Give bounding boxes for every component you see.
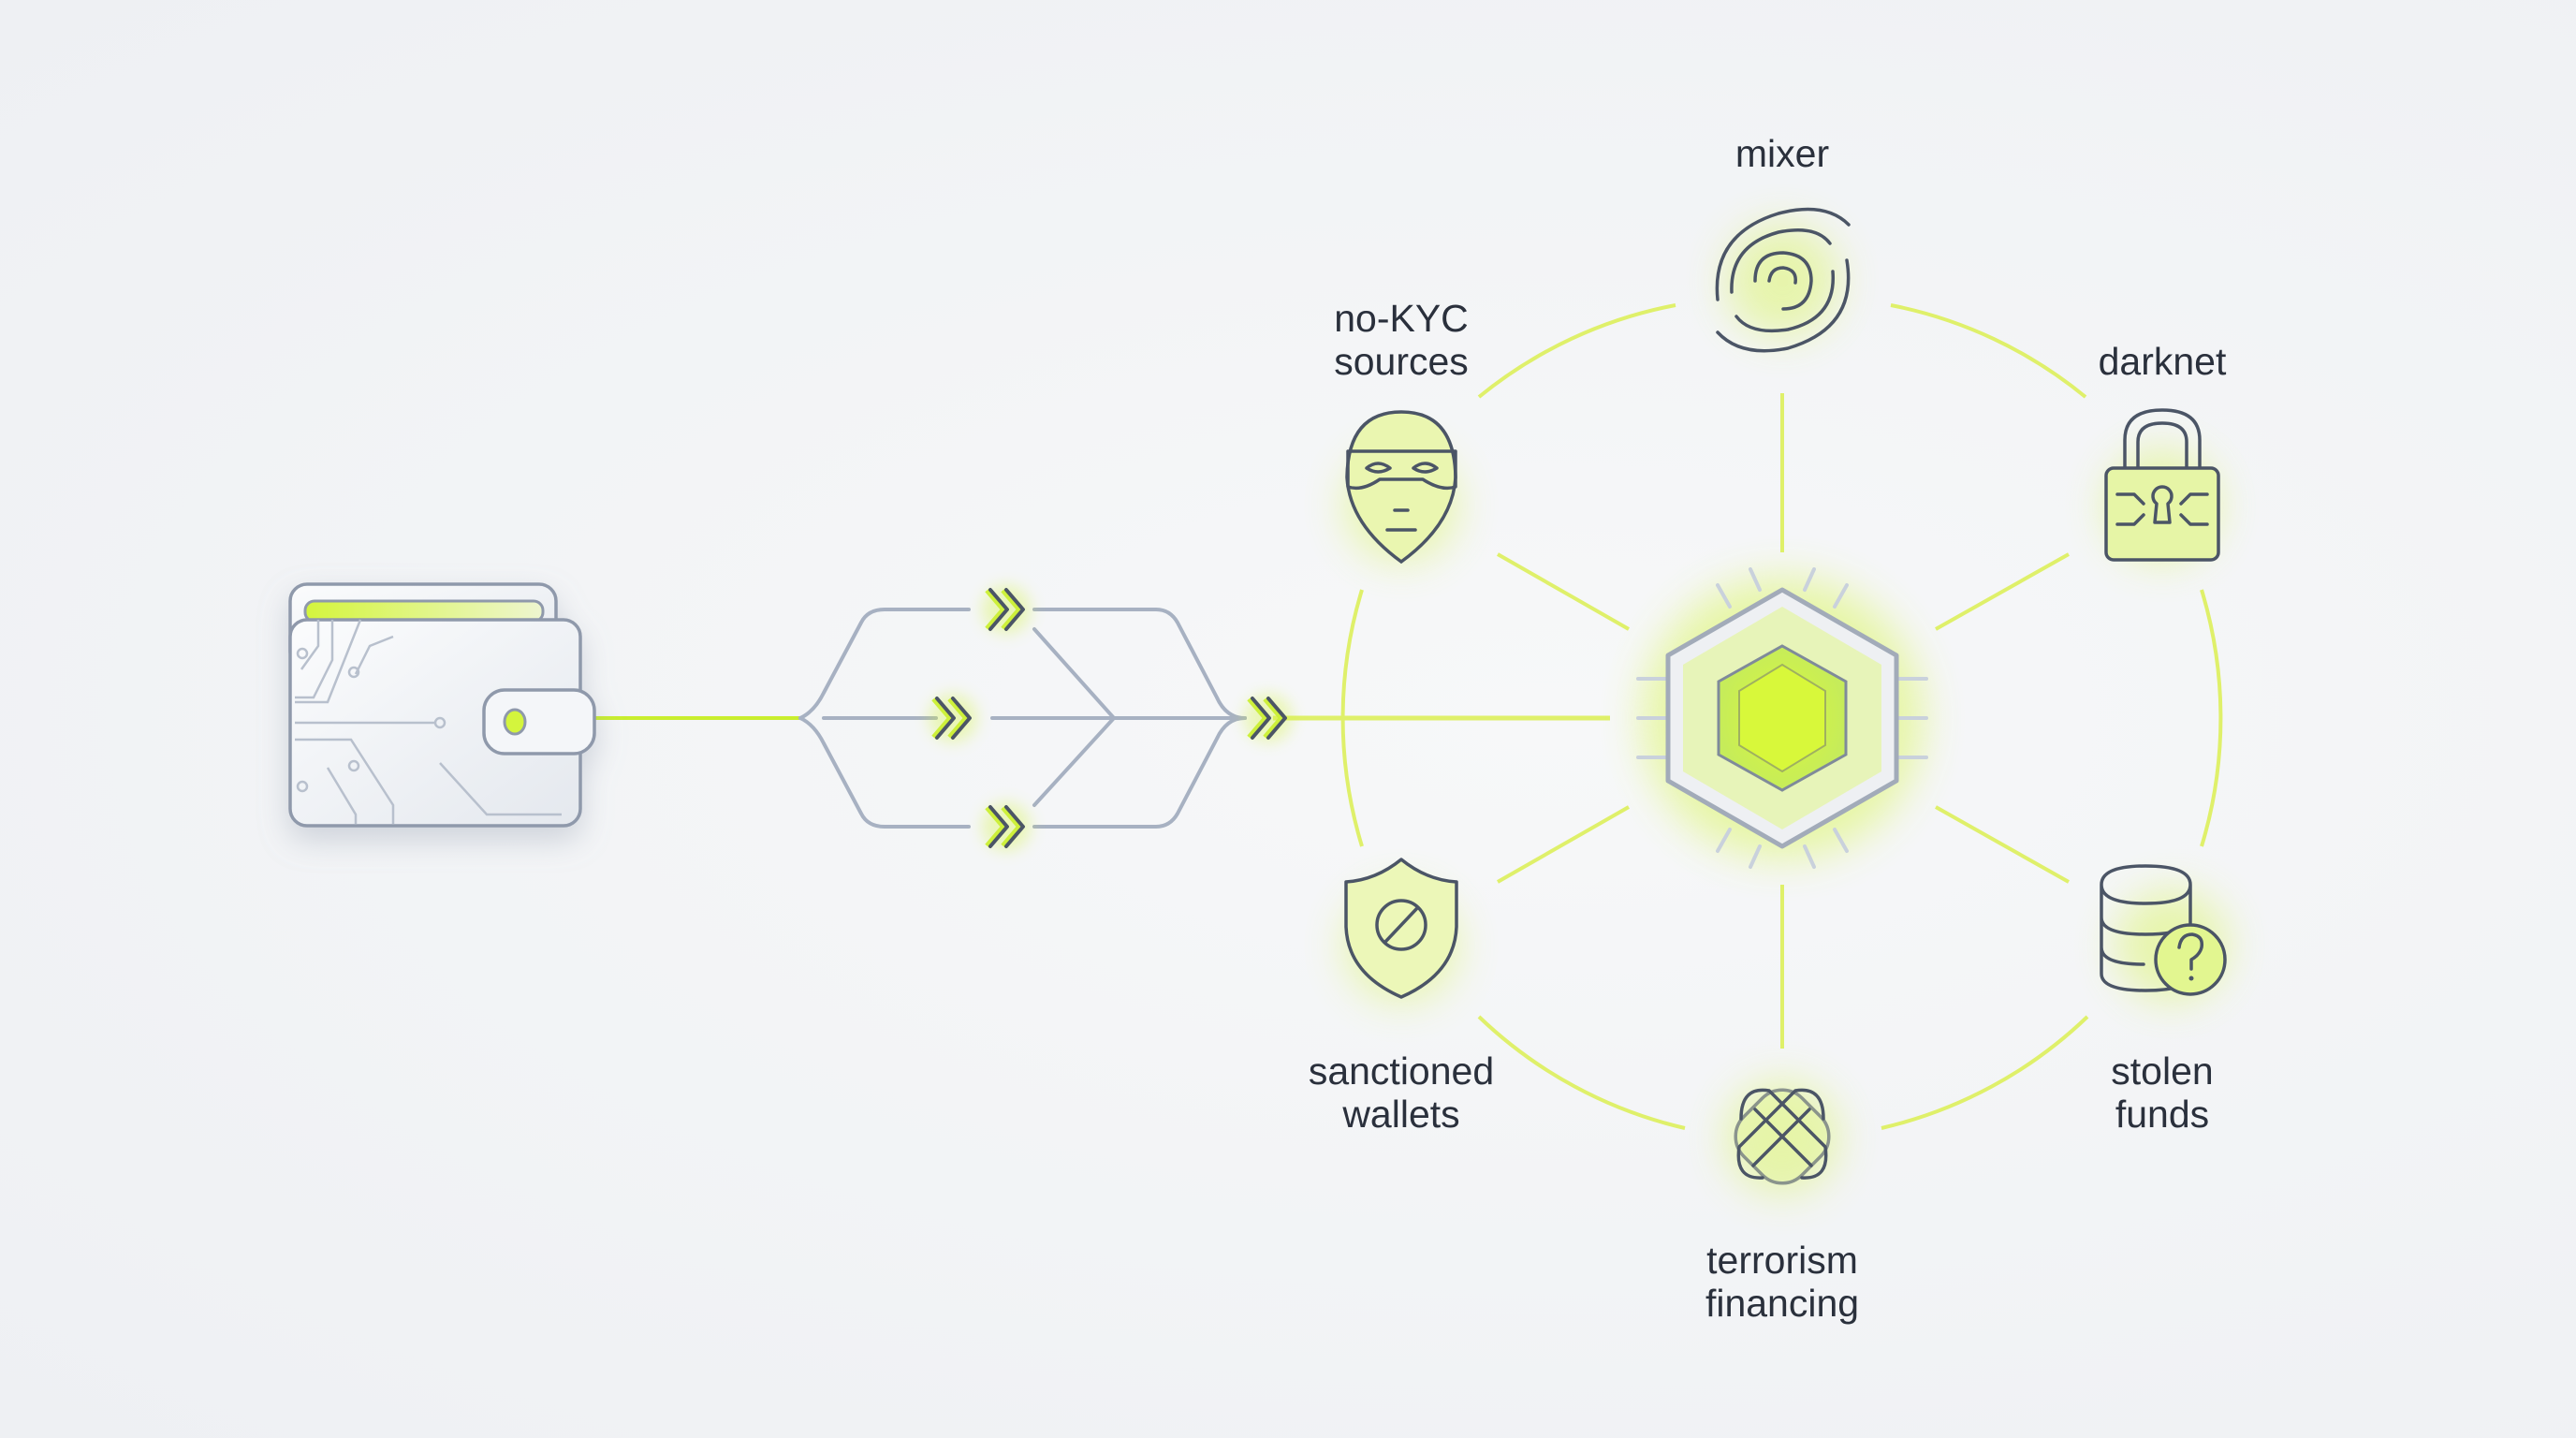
swirl-icon <box>1715 207 1851 353</box>
flow-arrow-output <box>1244 694 1293 742</box>
node-stolen-funds: stolen funds <box>2100 864 2228 1136</box>
label-no-kyc-sources-line1: no-KYC <box>1334 297 1469 340</box>
flow-arrow-bottom <box>982 802 1031 851</box>
wallet-icon <box>288 582 596 828</box>
label-no-kyc-sources-line2: sources <box>1334 340 1469 383</box>
routing-network <box>798 608 1247 829</box>
label-mixer: mixer <box>1735 132 1829 175</box>
flow-arrow-middle <box>929 694 977 742</box>
node-terrorism-financing: terrorism financing <box>1705 1081 1859 1325</box>
label-darknet: darknet <box>2099 340 2227 383</box>
label-terrorism-financing-line2: financing <box>1705 1282 1859 1325</box>
knot-icon <box>1734 1088 1831 1185</box>
node-no-kyc-sources: no-KYC sources <box>1334 297 1469 565</box>
database-question-icon <box>2100 864 2227 996</box>
node-darknet: darknet <box>2099 340 2227 562</box>
masked-face-icon <box>1345 410 1457 565</box>
label-sanctioned-wallets-line2: wallets <box>1341 1093 1459 1136</box>
label-sanctioned-wallets-line1: sanctioned <box>1309 1049 1494 1093</box>
node-sanctioned-wallets: sanctioned wallets <box>1309 858 1494 1136</box>
label-terrorism-financing-line1: terrorism <box>1706 1239 1858 1282</box>
flow-arrow-top <box>982 585 1031 634</box>
hub-core-icon <box>1636 567 1928 869</box>
label-stolen-funds-line2: funds <box>2115 1093 2209 1136</box>
label-stolen-funds-line1: stolen <box>2111 1049 2213 1093</box>
padlock-icon <box>2104 408 2220 562</box>
shield-ban-icon <box>1344 858 1458 999</box>
node-mixer: mixer <box>1715 132 1851 353</box>
